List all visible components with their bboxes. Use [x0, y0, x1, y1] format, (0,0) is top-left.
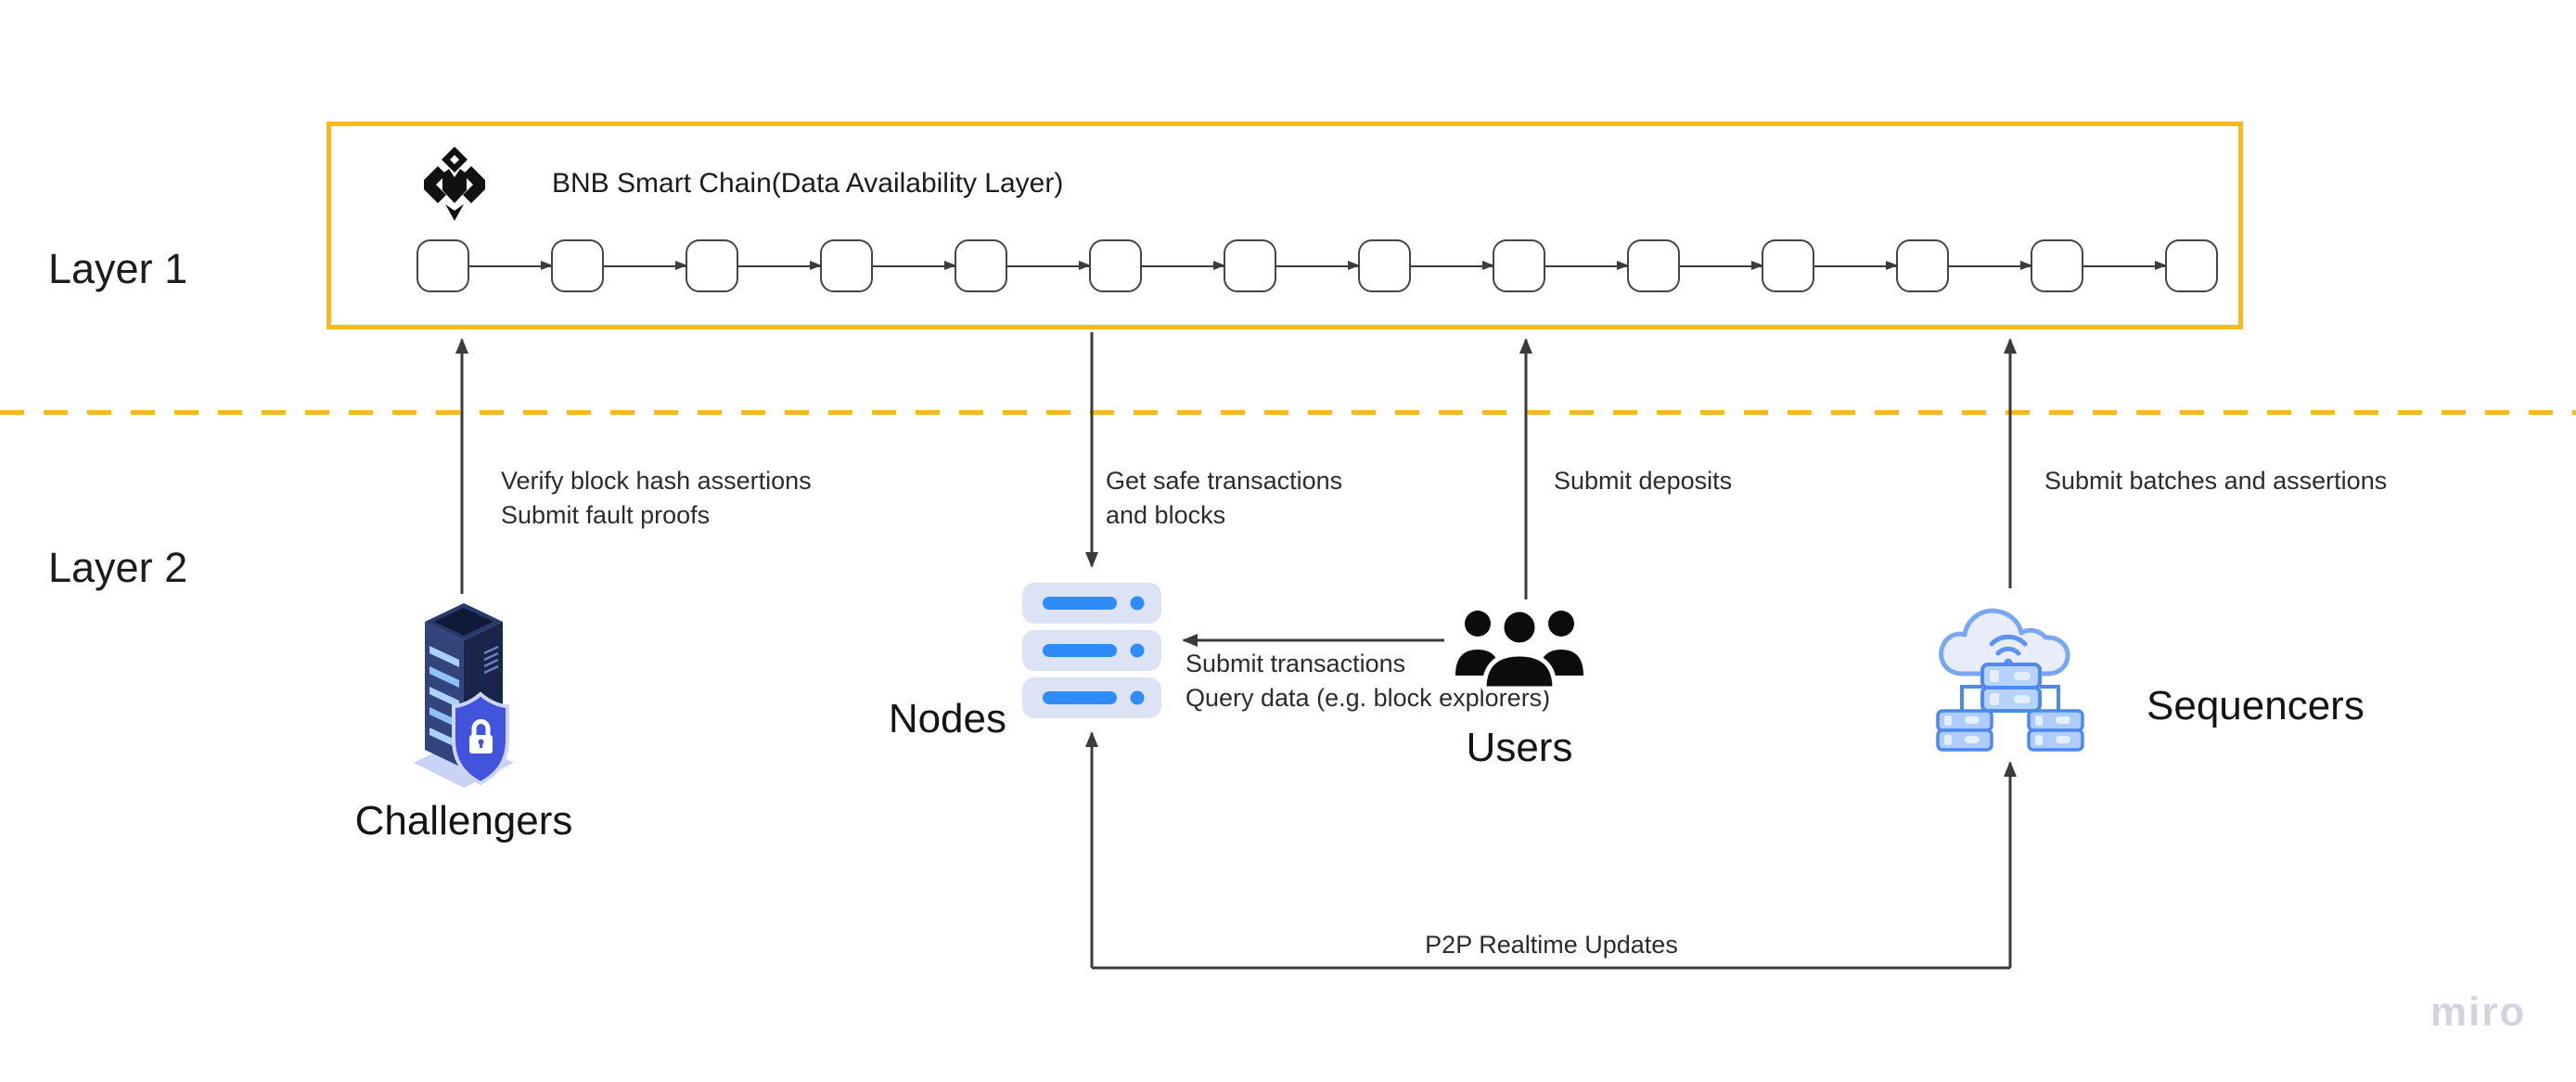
- cloud-icon: [1939, 608, 2070, 676]
- layer2-label: Layer 2: [48, 544, 188, 591]
- chain-block: [1627, 239, 1680, 292]
- annotation-line: Verify block hash assertions: [501, 467, 812, 495]
- server-stack-left: [1936, 709, 1993, 752]
- miro-watermark: miro: [2430, 989, 2527, 1035]
- block-arrow: [738, 260, 822, 270]
- bnb-chain-logo-icon: [424, 147, 485, 221]
- layer1-box-title: BNB Smart Chain(Data Availability Layer): [552, 168, 1064, 199]
- challengers-label: Challengers: [354, 798, 573, 844]
- layer1-label: Layer 1: [48, 245, 188, 292]
- chain-block: [1762, 239, 1814, 292]
- block-arrow: [1814, 260, 1898, 270]
- chain-block: [1358, 239, 1411, 292]
- layer-divider-dashed-line: [0, 410, 2576, 415]
- annotation-line: and blocks: [1106, 501, 1226, 529]
- chain-block: [1493, 239, 1545, 292]
- chain-block: [1896, 239, 1949, 292]
- users-label: Users: [1466, 725, 1573, 770]
- annotation-p2p: P2P Realtime Updates: [1425, 931, 1678, 959]
- chain-block: [417, 239, 469, 292]
- chain-block: [1224, 239, 1276, 292]
- block-arrow: [1007, 260, 1091, 270]
- annotation-line: Get safe transactions: [1106, 467, 1343, 495]
- challengers-secure-server-icon: [414, 603, 514, 788]
- annotation-line: Submit fault proofs: [501, 501, 711, 529]
- block-arrow: [1142, 260, 1225, 270]
- block-arrow: [604, 260, 687, 270]
- nodes-label: Nodes: [888, 696, 1006, 741]
- sequencers-label: Sequencers: [2147, 683, 2365, 728]
- block-arrow: [1411, 260, 1494, 270]
- server-stack-right: [2027, 709, 2084, 752]
- server-stack-center: [1980, 663, 2042, 713]
- chain-block: [2031, 239, 2083, 292]
- annotation-deposits: Submit deposits: [1554, 467, 1733, 495]
- chain-block: [551, 239, 604, 292]
- chain-block: [1089, 239, 1142, 292]
- annotation-batches: Submit batches and assertions: [2044, 467, 2388, 495]
- layer1-box: BNB Smart Chain(Data Availability Layer): [327, 122, 2243, 329]
- annotation-line: Submit transactions: [1185, 650, 1406, 677]
- wifi-icon: [1989, 634, 2028, 656]
- block-arrow: [1276, 260, 1360, 270]
- block-arrow: [873, 260, 956, 270]
- annotation-challengers: Verify block hash assertions Submit faul…: [501, 464, 812, 533]
- block-arrow: [469, 260, 553, 270]
- chain-block: [686, 239, 738, 292]
- nodes-stack-icon: [1022, 583, 1161, 718]
- chain-block: [2165, 239, 2218, 292]
- block-arrow: [1949, 260, 2032, 270]
- chain-block: [820, 239, 873, 292]
- chain-block: [955, 239, 1007, 292]
- block-arrow: [1545, 260, 1629, 270]
- users-group-icon: [1455, 607, 1583, 690]
- layer1-box-header: BNB Smart Chain(Data Availability Layer): [422, 147, 1063, 221]
- sequencers-cloud-servers-icon: [1936, 608, 2084, 752]
- block-chain: [417, 239, 2218, 292]
- annotation-nodes: Get safe transactions and blocks: [1106, 464, 1342, 533]
- block-arrow: [1680, 260, 1763, 270]
- block-arrow: [2083, 260, 2167, 270]
